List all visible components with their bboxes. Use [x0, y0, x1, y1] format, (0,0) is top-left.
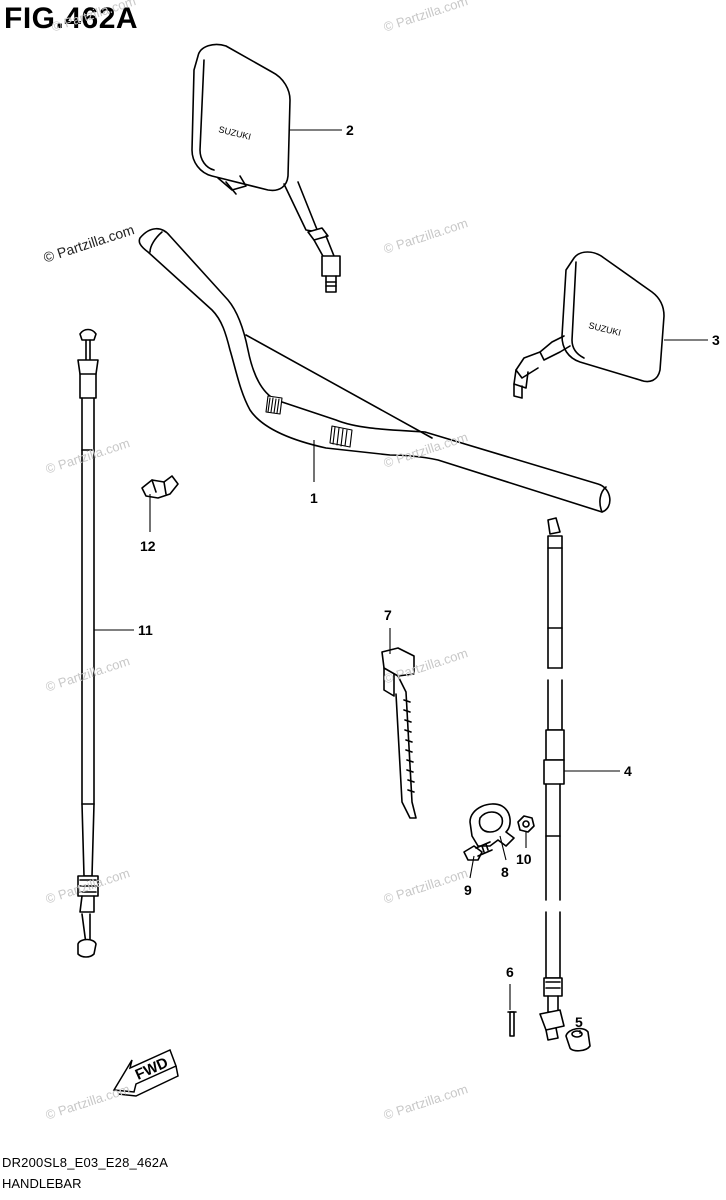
- fwd-label: FWD: [133, 1054, 171, 1083]
- figure-title: FIG.462A: [4, 2, 139, 35]
- figure-code: DR200SL8_E03_E28_462A: [2, 1155, 169, 1170]
- cable-end-cap: [565, 1027, 591, 1052]
- callout-4: 4: [624, 763, 632, 779]
- mirror-left: SUZUKI: [191, 43, 341, 293]
- cable-clip: [141, 475, 179, 499]
- callout-6: 6: [506, 964, 514, 980]
- throttle-cable: [539, 517, 565, 1041]
- callout-5: 5: [575, 1014, 583, 1030]
- bolt: [463, 841, 493, 861]
- figure-name: HANDLEBAR: [2, 1176, 82, 1191]
- callout-7: 7: [384, 607, 392, 623]
- callout-2: 2: [346, 122, 354, 138]
- callout-9: 9: [464, 882, 472, 898]
- callout-10: 10: [516, 851, 532, 867]
- cable-tie: [381, 647, 417, 819]
- nut: [517, 815, 535, 833]
- handlebar: [138, 227, 611, 513]
- pin: [507, 1011, 517, 1037]
- clamp: [469, 803, 515, 847]
- callout-12: 12: [140, 538, 156, 554]
- mirror-right: SUZUKI: [513, 251, 665, 399]
- callout-1: 1: [310, 490, 318, 506]
- clutch-cable: [77, 328, 99, 958]
- callout-8: 8: [501, 864, 509, 880]
- callout-3: 3: [712, 332, 720, 348]
- callout-11: 11: [138, 622, 153, 638]
- leader-lines: [94, 129, 708, 1034]
